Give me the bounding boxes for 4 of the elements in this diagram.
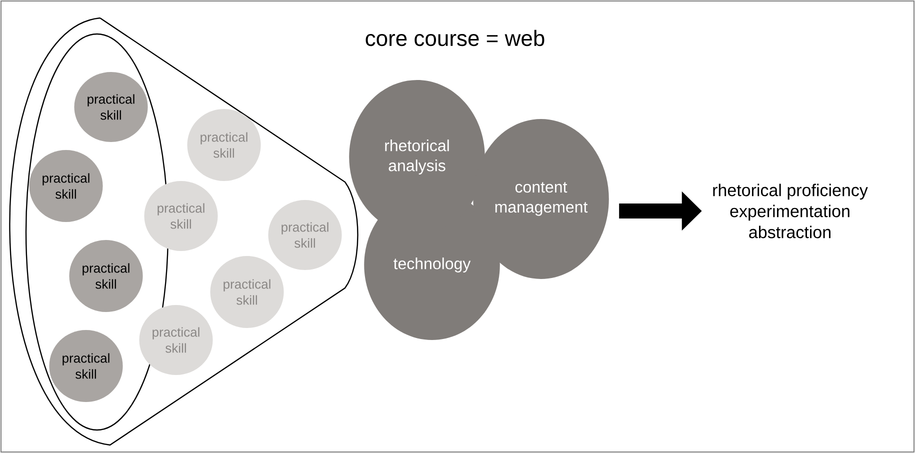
title: core course = web xyxy=(366,30,544,46)
outcome-text: rhetorical proficiency experimentation abstraction xyxy=(713,184,868,238)
node-label: rhetorical analysis xyxy=(385,140,449,174)
node-label: technology xyxy=(394,258,471,272)
